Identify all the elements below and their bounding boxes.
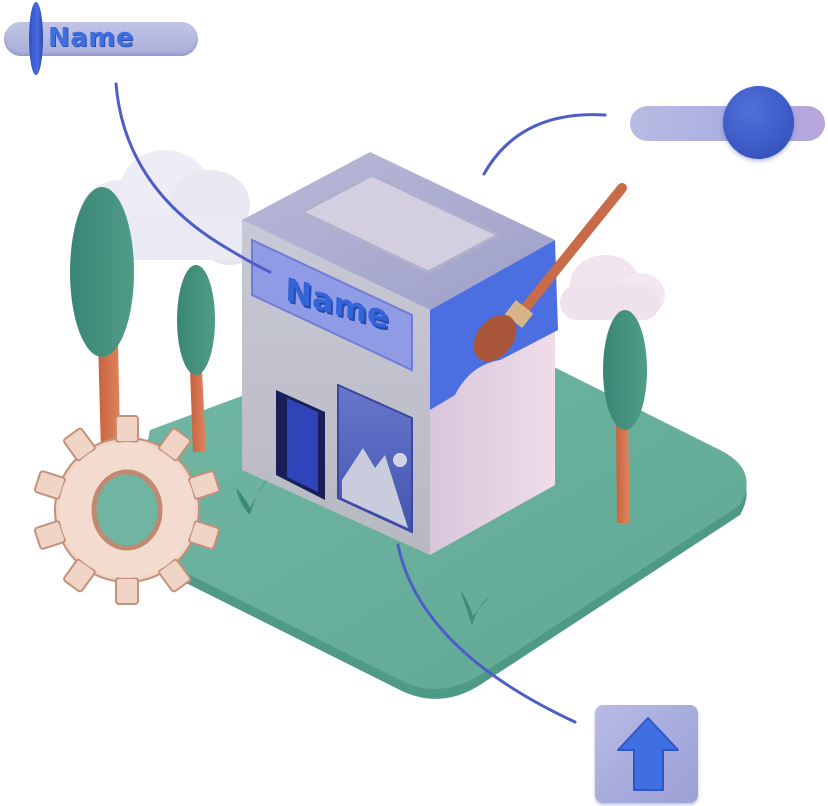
name-field-cursor-knob[interactable] [29,2,43,75]
paintbrush [473,183,627,362]
store-building [242,152,558,555]
toggle-switch-knob[interactable] [723,86,794,159]
name-field-label: Name [48,23,135,53]
connector-lines [114,82,607,724]
arrow-up-icon [617,717,679,791]
grass-tuft [236,478,490,625]
cloud-right [560,255,665,320]
gear-icon [33,415,221,605]
tree-small-left [177,265,215,452]
tree-right [603,310,647,523]
